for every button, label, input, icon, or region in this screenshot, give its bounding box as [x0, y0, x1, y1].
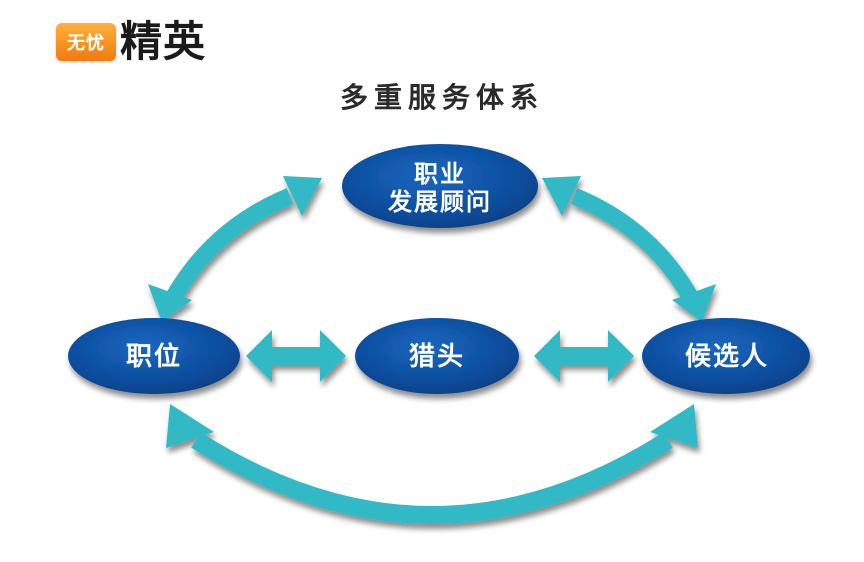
node-candidate — [642, 318, 810, 394]
logo: 无忧 精英 — [56, 16, 206, 68]
career-advisor-line2: 发展顾问 — [388, 188, 492, 216]
arrow-headhunter-candidate — [534, 330, 634, 382]
arrow-position-advisor — [148, 176, 322, 322]
node-position — [68, 318, 240, 394]
arrow-position-candidate — [166, 404, 698, 524]
node-headhunter-label: 猎头 — [408, 342, 465, 373]
arrow-position-headhunter — [246, 330, 346, 382]
node-position-label: 职位 — [125, 342, 182, 373]
node-career-advisor — [342, 144, 538, 228]
logo-badge: 无忧 — [56, 23, 116, 61]
node-headhunter — [355, 318, 519, 394]
node-candidate-label: 候选人 — [684, 342, 769, 373]
logo-name: 精英 — [120, 17, 207, 66]
arrow-advisor-candidate — [542, 176, 716, 322]
node-career-advisor-label: 职业 发展顾问 — [340, 148, 540, 230]
diagram-title: 多重服务体系 — [339, 81, 544, 114]
career-advisor-line1: 职业 — [414, 160, 466, 189]
